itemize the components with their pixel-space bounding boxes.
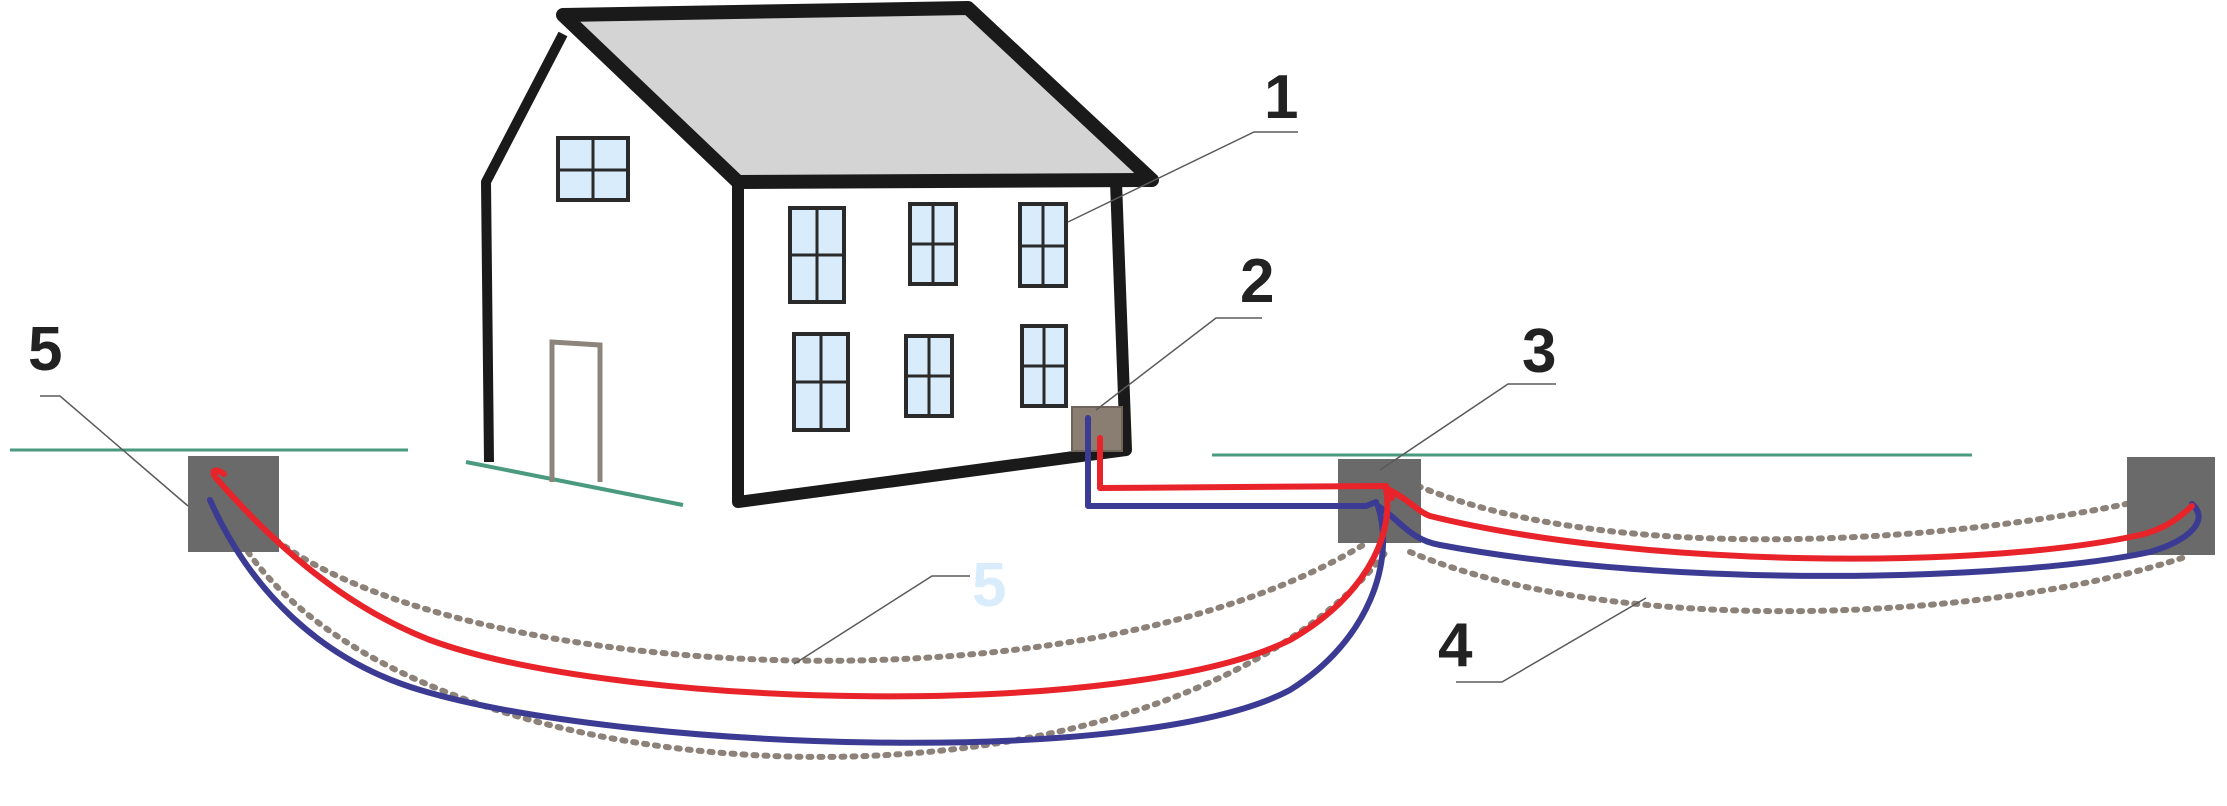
return-pipe-right-loop (1375, 501, 2202, 579)
house (481, 1, 1159, 508)
window-upper-middle (908, 202, 958, 286)
trench-left-inner (273, 537, 1371, 664)
house-roof (556, 1, 1159, 189)
leader-1 (1067, 131, 1298, 223)
house-gable-edge (481, 31, 568, 463)
callout-number-3: 3 (1522, 317, 1556, 386)
window-lower-middle (904, 334, 954, 418)
trench-right-lower (1407, 549, 2191, 615)
window-lower-left (792, 332, 850, 432)
house-ground-line (465, 460, 684, 507)
leader-2 (1095, 317, 1262, 411)
window-upper-left (788, 206, 846, 304)
manhole-right (2127, 457, 2215, 555)
pipes (207, 415, 2202, 746)
callout-number-5-center: 5 (972, 551, 1006, 620)
callout-number-1: 1 (1264, 63, 1298, 132)
return-pipe-left-loop (207, 497, 1387, 746)
house-door (549, 339, 603, 482)
trench-right-upper (1415, 483, 2165, 543)
callout-number-5-left: 5 (28, 315, 62, 384)
leader-5-center (793, 575, 970, 665)
supply-pipe-right-loop (1383, 485, 2195, 562)
trench-left-outer (245, 549, 1389, 760)
leader-3 (1379, 383, 1556, 471)
return-pipe-house (1085, 415, 1379, 509)
supply-pipe-left-loop (210, 467, 1391, 700)
gable-window (556, 136, 630, 202)
manhole-left (188, 456, 279, 552)
house-front-wall (732, 181, 1132, 508)
trench-outlines (245, 483, 2191, 760)
callout-number-4: 4 (1438, 611, 1473, 680)
callout-number-2: 2 (1240, 247, 1274, 316)
window-lower-right (1020, 324, 1068, 408)
leader-lines (40, 131, 1647, 683)
leader-4 (1456, 597, 1647, 683)
window-upper-right (1018, 202, 1068, 288)
leader-5-left (40, 395, 189, 507)
